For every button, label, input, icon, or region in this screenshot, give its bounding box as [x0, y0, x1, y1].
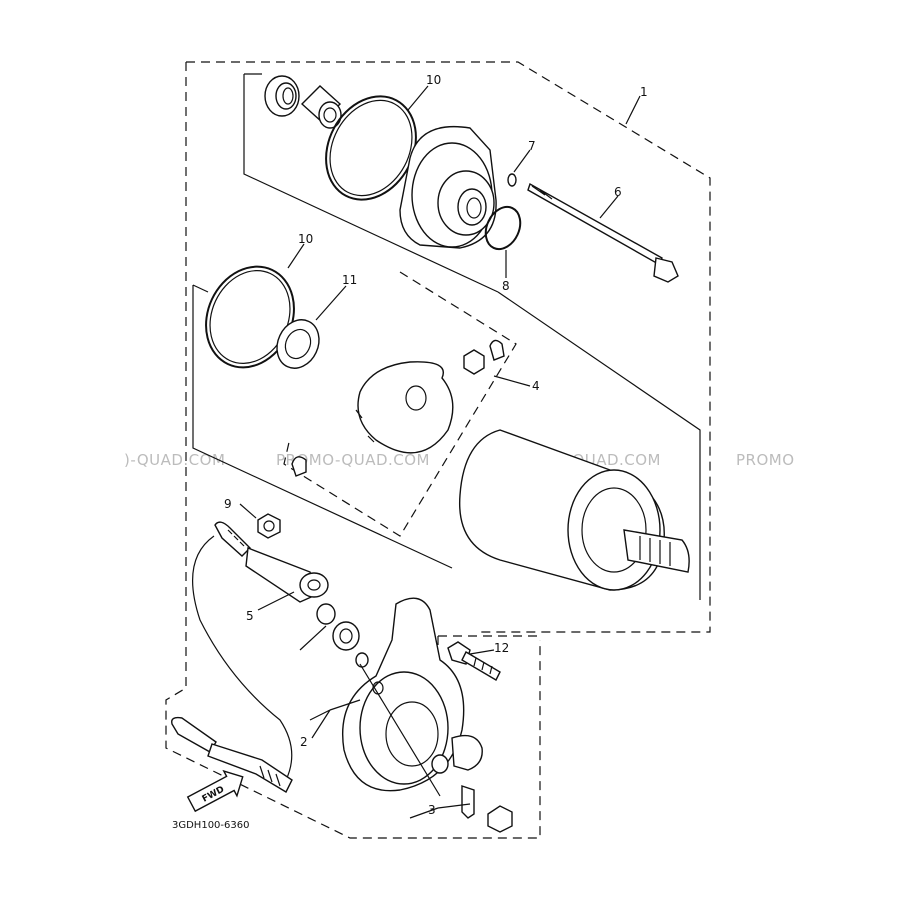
callout-1: 1 [640, 85, 648, 99]
callout-8: 8 [502, 279, 510, 293]
end-cover-plane [243, 73, 499, 293]
watermark-1: )-QUAD.COM [124, 451, 225, 469]
callout-12: 12 [494, 641, 509, 655]
assembly-1-boundary [165, 61, 711, 839]
callout-9: 9 [224, 497, 232, 511]
cable-wire [192, 535, 293, 781]
diagram-reference-code: 3GDH100-6360 [172, 820, 249, 831]
watermark-4: PROMO [736, 451, 795, 469]
callout-3: 3 [428, 803, 436, 817]
o-ring-8 [484, 205, 522, 251]
brush-clip-top [489, 339, 505, 361]
callout-2: 2 [300, 735, 308, 749]
motor-plane [192, 284, 701, 600]
callout-11: 11 [342, 273, 357, 287]
callout-7: 7 [528, 139, 536, 153]
callout-4: 4 [532, 379, 540, 393]
cable-lead-5 [214, 521, 329, 603]
callout-10-middle: 10 [298, 232, 313, 246]
brush-plate [355, 361, 454, 454]
watermark-row: )-QUAD.COM PROMO-QUAD.COM PROMO-QUAD.COM… [124, 451, 795, 469]
small-o-ring-7 [507, 173, 517, 187]
callout-10-top: 10 [426, 73, 441, 87]
brush-terminal-3 [431, 754, 513, 833]
brush-plate-group-4 [283, 271, 517, 537]
oil-seal [264, 75, 300, 117]
nut-9 [257, 513, 281, 539]
callout-6: 6 [614, 185, 622, 199]
brush-block [463, 349, 485, 375]
front-end-cover [399, 125, 497, 249]
bolt-12 [447, 641, 501, 681]
yoke-assembly [458, 429, 690, 591]
rear-housing [342, 597, 483, 792]
leader-lines [239, 85, 641, 819]
watermark-2: PROMO-QUAD.COM [276, 451, 430, 469]
forward-arrow: FWD [186, 769, 244, 813]
washer-stack-2 [316, 603, 369, 668]
brush-clip-bottom [291, 456, 307, 477]
thrust-washer-11 [276, 319, 320, 369]
through-bolt-6 [527, 182, 679, 283]
callout-5: 5 [246, 609, 254, 623]
callouts: 1 10 7 6 8 10 11 4 9 5 12 2 3 [224, 73, 648, 817]
terminal-lead [171, 716, 293, 793]
needle-bearing [300, 85, 342, 129]
